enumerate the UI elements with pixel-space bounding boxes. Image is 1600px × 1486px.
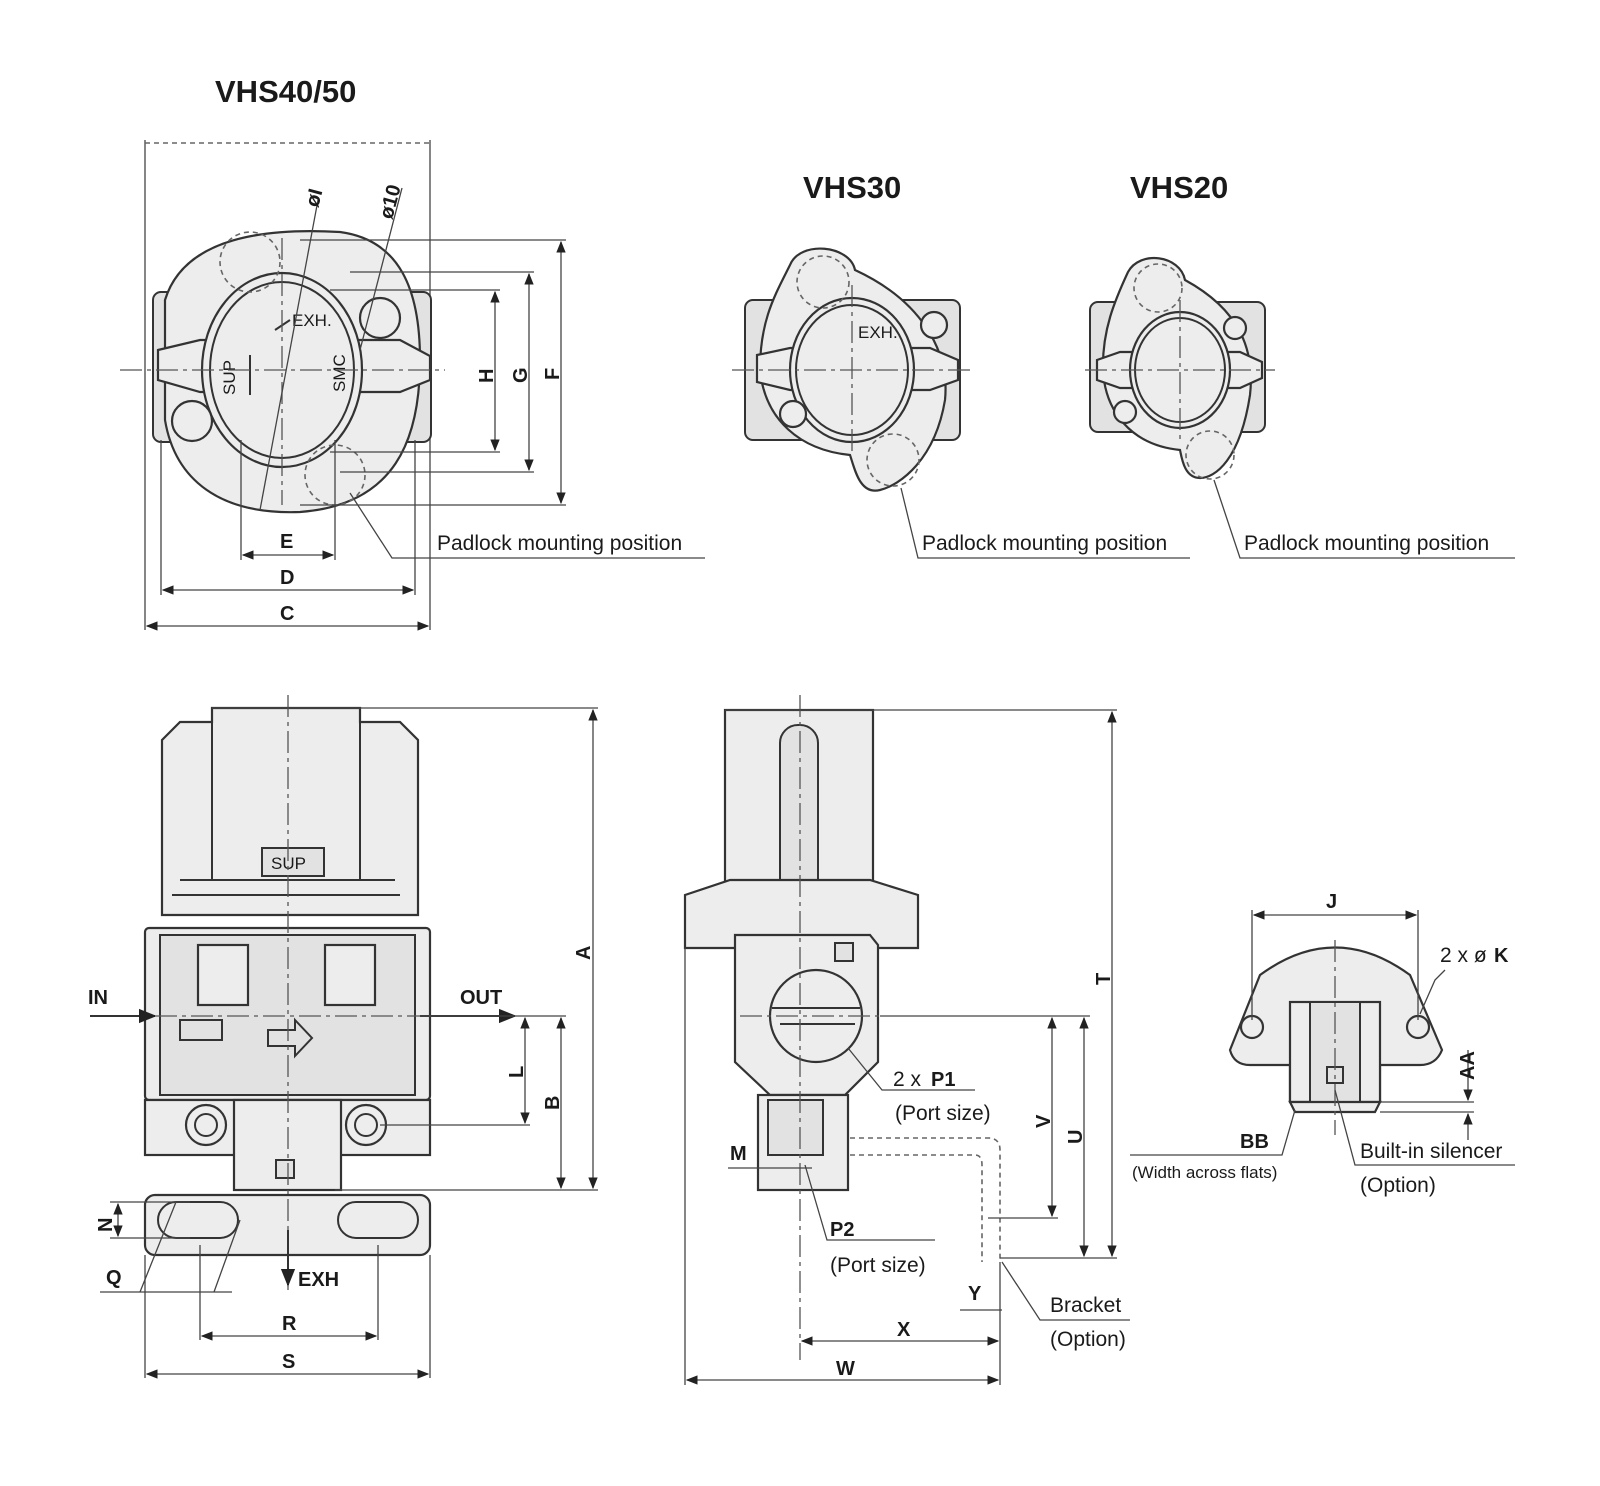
dim-u: U [1065,1130,1087,1144]
dim-aa: AA [1457,1051,1479,1080]
front-view: SUP IN OUT EXH A [88,695,598,1379]
vhs20-title: VHS20 [1130,170,1228,205]
p1-name: P1 [931,1069,955,1091]
in-label: IN [88,987,108,1009]
bb-note: (Width across flats) [1132,1163,1277,1182]
dim-q: Q [106,1267,122,1289]
holes-name: K [1494,945,1509,967]
p1-note: (Port size) [895,1102,991,1125]
dim-s: S [282,1351,295,1373]
dim-w: W [836,1358,855,1380]
dim-v: V [1033,1114,1055,1128]
knob-sup-text: SUP [220,360,239,395]
p2-name: P2 [830,1219,854,1241]
bracket-label: Bracket [1050,1294,1121,1317]
vhs4050-title: VHS40/50 [215,74,356,109]
dim-m: M [730,1143,747,1165]
dim-t: T [1093,973,1115,985]
dim-dia-i: øI [302,186,328,209]
dim-h: H [476,369,498,383]
knob-exh-text: EXH. [292,311,332,330]
knob-exh-text-vhs30: EXH. [858,323,898,342]
dim-f: F [542,368,564,380]
dim-dia-10: ø10 [376,182,406,221]
dim-j: J [1326,891,1337,913]
dim-bb: BB [1240,1131,1269,1153]
exh-label: EXH [298,1269,339,1291]
knob-brand-text: SMC [330,354,349,392]
p1-prefix: 2 x [893,1068,922,1091]
dim-c: C [280,603,294,625]
dim-n: N [95,1218,117,1232]
dim-r: R [282,1313,297,1335]
silencer-note: (Option) [1360,1174,1436,1197]
p2-note: (Port size) [830,1254,926,1277]
dim-x: X [897,1319,911,1341]
dim-a: A [573,946,595,960]
vhs30-title: VHS30 [803,170,901,205]
vhs30-top-view: VHS30 EXH. Padlock mounting position [732,170,1190,559]
vhs20-top-view: VHS20 Padlock mounting position [1085,170,1515,559]
dim-y: Y [968,1283,982,1305]
bottom-detail-view: J 2 x ø K AA BB (Width across flats) Bui… [1130,891,1515,1197]
silencer-label: Built-in silencer [1360,1140,1502,1163]
padlock-label-1: Padlock mounting position [437,532,682,555]
dim-e: E [280,531,293,553]
dim-g: G [510,367,532,383]
bracket-note: (Option) [1050,1328,1126,1351]
side-view: T V U 2 x P1 (Port size) M P2 (Port size… [683,695,1130,1385]
out-label: OUT [460,987,502,1009]
sup-marking: SUP [271,854,306,873]
vhs4050-top-view: VHS40/50 EXH. SUP SMC øI ø10 [120,74,705,631]
dim-l: L [506,1066,528,1078]
padlock-label-2: Padlock mounting position [922,532,1167,555]
dim-b: B [542,1096,564,1110]
holes-prefix: 2 x ø [1440,944,1487,967]
padlock-label-3: Padlock mounting position [1244,532,1489,555]
dim-d: D [280,567,294,589]
